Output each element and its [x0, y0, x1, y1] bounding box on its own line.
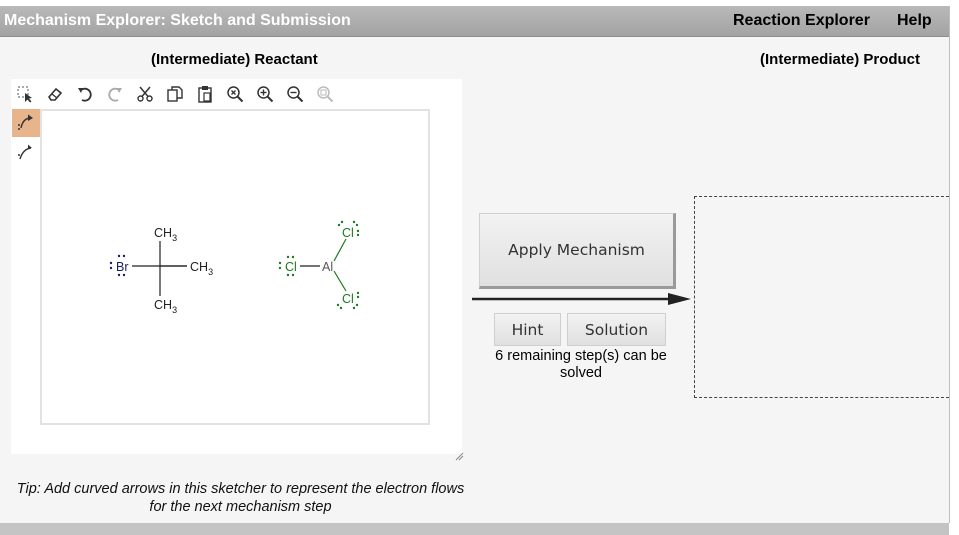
sketcher-toolbar	[11, 82, 351, 108]
molecule-drawing: CH3 CH3 CH3 Br Al Cl	[109, 220, 360, 315]
hint-button[interactable]: Hint	[494, 313, 561, 346]
zoom-fit-icon[interactable]	[313, 82, 337, 106]
reactant-sketcher[interactable]: CH3 CH3 CH3 Br Al Cl	[11, 79, 464, 461]
copy-icon[interactable]	[163, 82, 187, 106]
mechanism-explorer-window: Mechanism Explorer: Sketch and Submissio…	[0, 6, 950, 523]
title-bar: Mechanism Explorer: Sketch and Submissio…	[0, 6, 949, 37]
methyl-bottom-label: CH3	[154, 298, 177, 315]
zoom-in-icon[interactable]	[253, 82, 277, 106]
chlorine-left-label: Cl	[285, 260, 297, 274]
product-display-area	[694, 196, 949, 398]
zoom-out-icon[interactable]	[283, 82, 307, 106]
sketch-canvas[interactable]: CH3 CH3 CH3 Br Al Cl	[40, 109, 430, 425]
electron-pair-arrow-tool[interactable]	[12, 109, 40, 137]
reaction-arrow	[472, 293, 691, 305]
chlorine-lone-pairs	[278, 220, 360, 310]
redo-icon[interactable]	[103, 82, 127, 106]
solution-button[interactable]: Solution	[567, 313, 666, 346]
cut-icon[interactable]	[133, 82, 157, 106]
undo-icon[interactable]	[73, 82, 97, 106]
tert-butyl-bromide: CH3 CH3 CH3 Br	[109, 226, 213, 315]
remaining-steps-text: 6 remaining step(s) can be solved	[495, 348, 667, 381]
aluminum-chloride: Al Cl Cl Cl	[278, 220, 360, 310]
bromine-label: Br	[116, 260, 129, 274]
paste-icon[interactable]	[193, 82, 217, 106]
reaction-explorer-link[interactable]: Reaction Explorer	[733, 12, 870, 29]
methyl-top-label: CH3	[154, 226, 177, 243]
bromine-lone-pairs	[109, 254, 126, 277]
selection-tool-icon[interactable]	[13, 82, 37, 106]
product-heading: (Intermediate) Product	[760, 51, 921, 68]
bottom-bar	[0, 523, 949, 535]
single-electron-arrow-tool[interactable]	[12, 139, 40, 167]
aluminum-label: Al	[322, 260, 333, 274]
help-link[interactable]: Help	[897, 12, 932, 29]
reactant-heading: (Intermediate) Reactant	[151, 51, 318, 68]
zoom-reset-icon[interactable]	[223, 82, 247, 106]
chlorine-bottom-label: Cl	[342, 292, 354, 306]
chlorine-top-label: Cl	[342, 226, 354, 240]
methyl-right-label: CH3	[190, 260, 213, 277]
sketcher-tip: Tip: Add curved arrows in this sketcher …	[16, 481, 465, 515]
apply-mechanism-button[interactable]: Apply Mechanism	[479, 213, 676, 289]
sketcher-resize-handle[interactable]	[454, 448, 464, 461]
app-title: Mechanism Explorer: Sketch and Submissio…	[4, 12, 351, 29]
eraser-icon[interactable]	[43, 82, 67, 106]
